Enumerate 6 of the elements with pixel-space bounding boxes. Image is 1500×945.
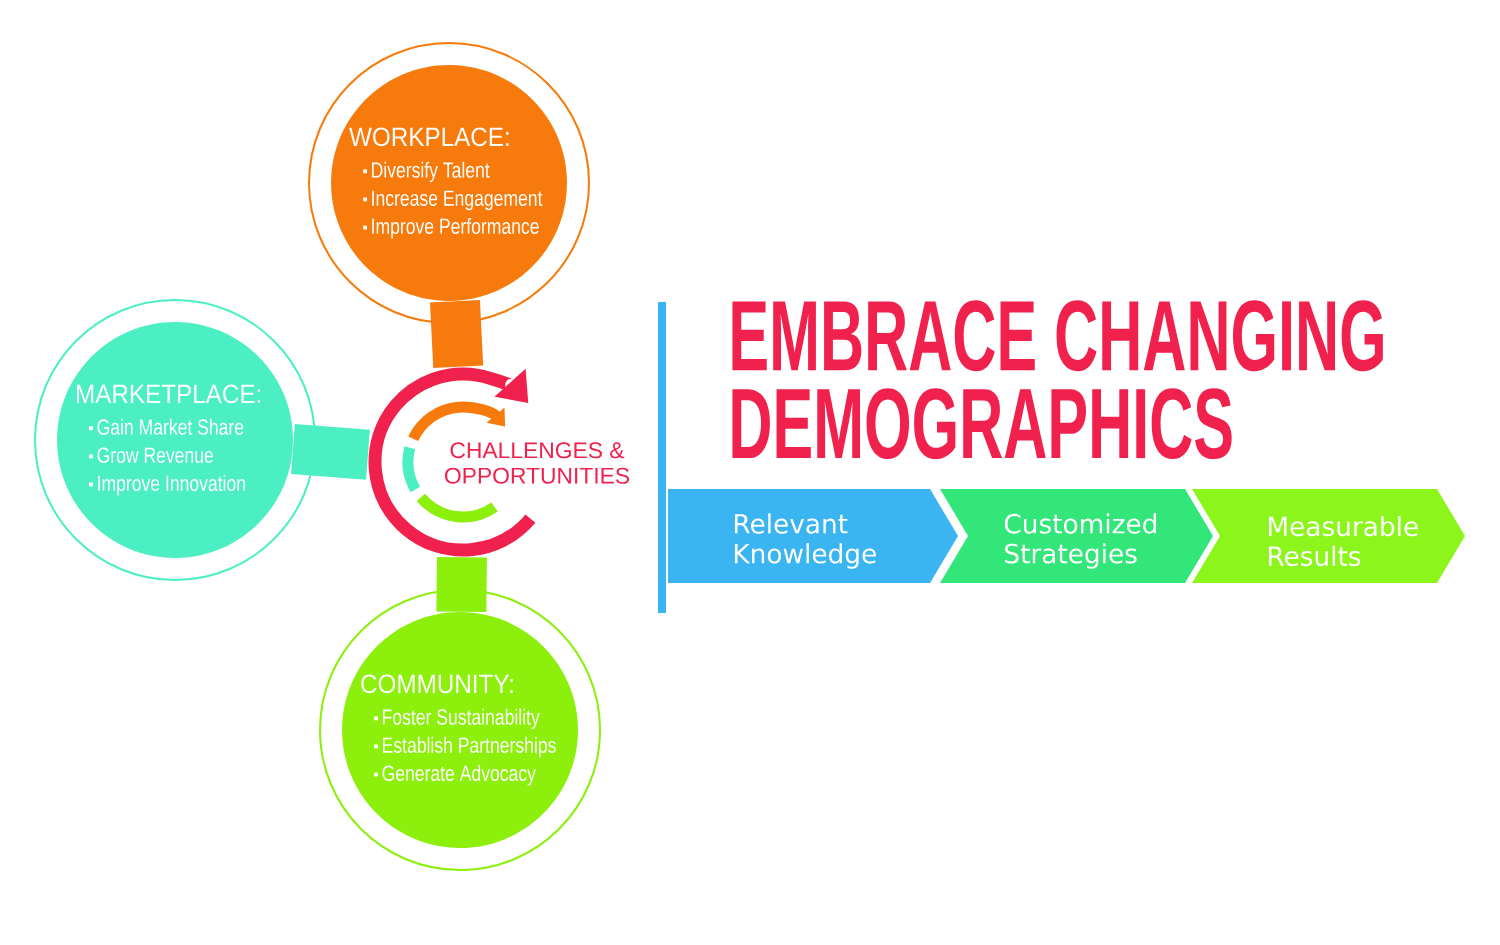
title: EMBRACE CHANGING DEMOGRAPHICS bbox=[732, 300, 1383, 460]
center-label: CHALLENGES & OPPORTUNITIES bbox=[433, 438, 641, 488]
step-banner: Relevant Knowledge bbox=[668, 489, 958, 583]
step-banner: Customized Strategies bbox=[940, 489, 1213, 583]
node-label: Relevant Knowledge bbox=[734, 513, 876, 569]
step-banner: Measurable Results bbox=[1192, 489, 1465, 583]
